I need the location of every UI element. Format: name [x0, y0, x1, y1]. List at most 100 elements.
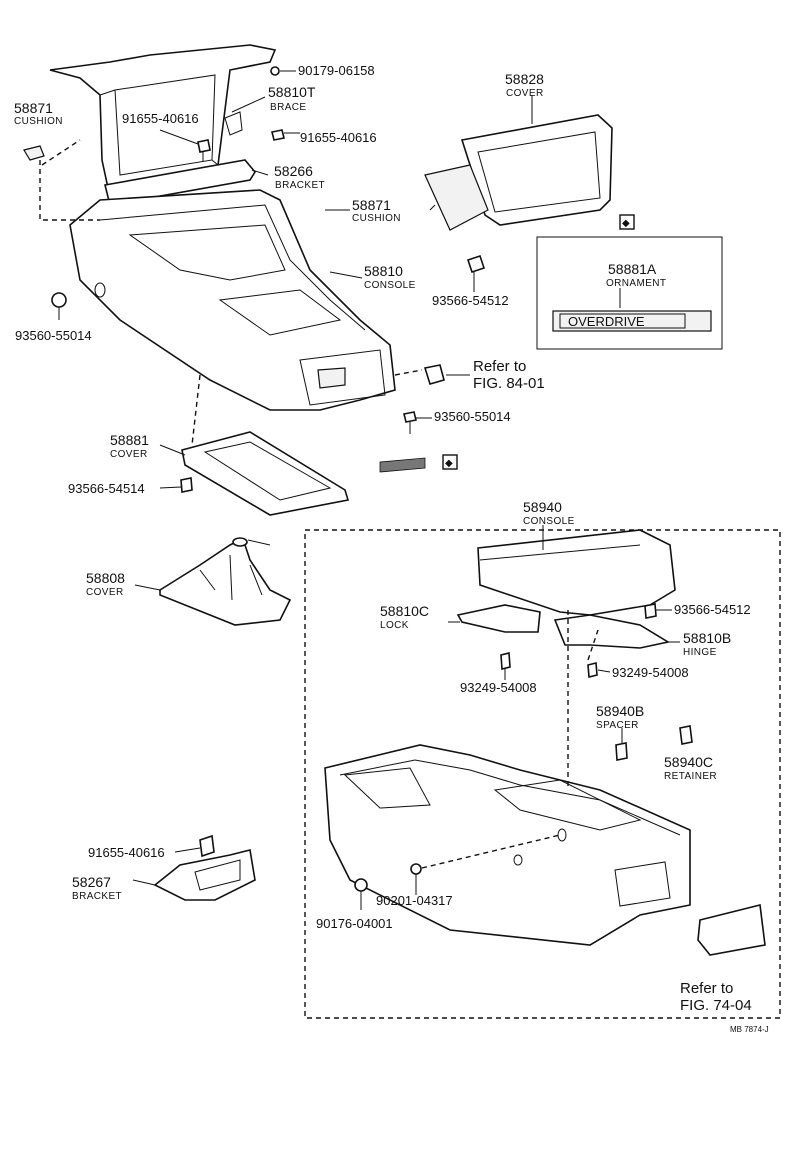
side-panel-74-04-drawing [697, 904, 766, 956]
brace-58810T-drawing [49, 44, 277, 206]
part-number: 58810C [380, 603, 429, 619]
label-93566-b: 93566-54514 [68, 481, 145, 496]
part-name: CONSOLE [523, 516, 575, 527]
part-name: LOCK [380, 620, 409, 631]
part-number: 90179-06158 [298, 63, 375, 78]
part-number: 93566-54514 [68, 481, 145, 496]
label-93560-b: 93560-55014 [434, 409, 511, 424]
lock-58810C-drawing [456, 604, 541, 633]
label-91655-a: 91655-40616 [122, 111, 199, 126]
part-name: RETAINER [664, 771, 717, 782]
label-58940B: 58940B SPACER [596, 703, 644, 731]
part-number: 58881 [110, 432, 149, 448]
diamond-mark-top: ◆ [619, 214, 635, 230]
console-58940-body-drawing [324, 744, 691, 946]
lid-58940-drawing [477, 529, 676, 616]
label-58267: 58267 BRACKET [72, 874, 122, 902]
part-number: 93249-54008 [612, 665, 689, 680]
part-number: 58267 [72, 874, 111, 890]
label-93249-b: 93249-54008 [460, 680, 537, 695]
part-name: BRACKET [72, 891, 122, 902]
label-58266: 58266 BRACKET [274, 163, 325, 191]
reference-line1: Refer to [473, 358, 526, 375]
label-93566-c: 93566-54512 [674, 602, 751, 617]
part-number: 58808 [86, 570, 125, 586]
part-name: CUSHION [14, 116, 63, 127]
ornament-strip-drawing [379, 457, 426, 473]
spacer-retainer-drawings [354, 603, 693, 892]
leader-lines [39, 70, 680, 910]
part-name: COVER [86, 587, 124, 598]
diamond-icon: ◆ [622, 218, 630, 229]
part-number: 58940 [523, 499, 562, 515]
part-number: 58871 [14, 100, 53, 116]
part-number: 58810T [268, 84, 316, 100]
diamond-mark-bottom: ◆ [442, 454, 458, 470]
part-number: 58940C [664, 754, 713, 770]
reference-line1: Refer to [680, 980, 733, 997]
label-58871-right: 58871 CUSHION [352, 197, 401, 224]
part-number: 93560-55014 [434, 409, 511, 424]
switch-84-01-drawing [423, 364, 445, 385]
part-number: 91655-40616 [88, 845, 165, 860]
part-name: COVER [506, 88, 544, 99]
part-name: ORNAMENT [606, 278, 666, 289]
cover-58828-drawing [424, 114, 613, 231]
part-name: BRACE [270, 102, 306, 113]
label-90201: 90201-04317 [376, 893, 453, 908]
part-name: SPACER [596, 720, 639, 731]
bolt-small-drawings [51, 66, 486, 493]
diamond-icon: ◆ [445, 458, 453, 469]
part-number: 58871 [352, 197, 391, 213]
label-58871-left: 58871 CUSHION [14, 100, 63, 127]
part-number: 91655-40616 [122, 111, 199, 126]
part-number: 58810B [683, 630, 731, 646]
part-number: 58810 [364, 263, 403, 279]
label-91655-b: 91655-40616 [300, 130, 377, 145]
label-90176: 90176-04001 [316, 916, 393, 931]
reference-fig-84-01: Refer to FIG. 84-01 [473, 358, 545, 392]
label-58881: 58881 COVER [110, 432, 149, 460]
part-number: 58881A [608, 261, 657, 277]
part-name: CUSHION [352, 213, 401, 224]
label-93566-a: 93566-54512 [432, 293, 509, 308]
part-number: 58828 [505, 71, 544, 87]
part-number: 90176-04001 [316, 916, 393, 931]
part-number: 91655-40616 [300, 130, 377, 145]
part-name: CONSOLE [364, 280, 416, 291]
shift-boot-58808-drawing [159, 537, 292, 626]
label-58808: 58808 COVER [86, 570, 125, 598]
hinge-58810B-drawing [553, 614, 671, 649]
label-58810B: 58810B HINGE [683, 630, 731, 658]
label-90179: 90179-06158 [298, 63, 375, 78]
bracket-58267-drawing [153, 834, 256, 901]
cover-58881-drawing [181, 431, 350, 516]
part-number: 93249-54008 [460, 680, 537, 695]
reference-line2: FIG. 74-04 [680, 997, 752, 1014]
ornament-box [536, 236, 723, 350]
label-58810C: 58810C LOCK [380, 603, 429, 631]
part-number: 93566-54512 [674, 602, 751, 617]
label-58810T: 58810T BRACE [268, 84, 316, 113]
label-93249-a: 93249-54008 [612, 665, 689, 680]
reference-fig-74-04: Refer to FIG. 74-04 [680, 980, 752, 1014]
cushion-58871-left-drawing [23, 145, 45, 161]
label-58940C: 58940C RETAINER [664, 754, 717, 782]
part-number: 93560-55014 [15, 328, 92, 343]
part-name: COVER [110, 449, 148, 460]
label-58810: 58810 CONSOLE [364, 263, 416, 291]
part-number: 93566-54512 [432, 293, 509, 308]
label-58881A: 58881A ORNAMENT OVERDRIVE [568, 261, 666, 329]
part-number: 58266 [274, 163, 313, 179]
figure-code: MB 7874-J [730, 1025, 769, 1034]
label-93560-a: 93560-55014 [15, 328, 92, 343]
console-58810-drawing [69, 189, 396, 411]
ornament-text: OVERDRIVE [568, 314, 645, 329]
part-number: 58940B [596, 703, 644, 719]
label-91655-c: 91655-40616 [88, 845, 165, 860]
part-name: BRACKET [275, 180, 325, 191]
part-name: HINGE [683, 647, 717, 658]
label-58828: 58828 COVER [505, 71, 544, 99]
